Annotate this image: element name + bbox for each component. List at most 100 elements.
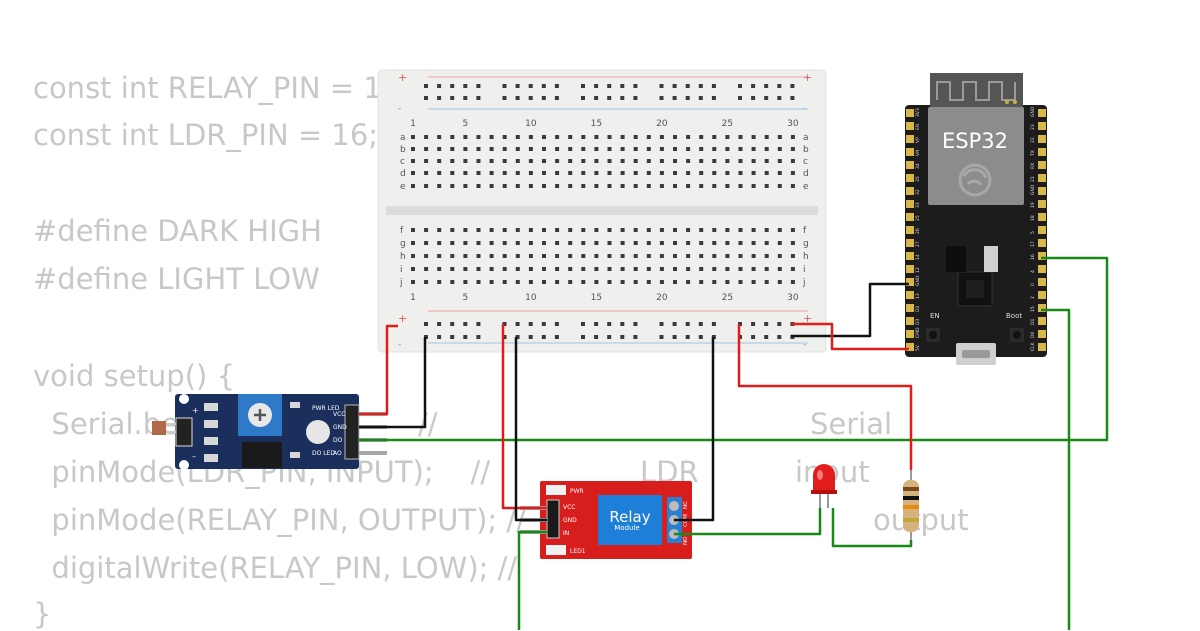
breadboard-hole[interactable] bbox=[738, 267, 743, 271]
breadboard-hole[interactable] bbox=[463, 147, 468, 151]
breadboard-hole[interactable] bbox=[673, 241, 677, 245]
rail-hole[interactable] bbox=[437, 322, 442, 326]
rail-hole[interactable] bbox=[620, 335, 625, 339]
esp32-pin[interactable] bbox=[1038, 278, 1046, 286]
breadboard-hole[interactable] bbox=[411, 241, 415, 245]
breadboard-hole[interactable] bbox=[659, 184, 664, 188]
breadboard-hole[interactable] bbox=[646, 267, 651, 271]
breadboard-hole[interactable] bbox=[686, 147, 691, 151]
rail-hole[interactable] bbox=[528, 322, 533, 326]
breadboard-hole[interactable] bbox=[594, 228, 599, 232]
breadboard-hole[interactable] bbox=[581, 135, 586, 139]
breadboard-hole[interactable] bbox=[476, 171, 481, 175]
esp32-pin[interactable] bbox=[906, 135, 914, 143]
breadboard-hole[interactable] bbox=[424, 254, 429, 258]
breadboard-hole[interactable] bbox=[620, 267, 625, 271]
breadboard-hole[interactable] bbox=[764, 147, 769, 151]
esp32-pin[interactable] bbox=[906, 226, 914, 234]
wire-relay-gnd[interactable] bbox=[514, 337, 547, 522]
rail-hole[interactable] bbox=[607, 96, 612, 100]
breadboard-hole[interactable] bbox=[777, 171, 782, 175]
breadboard-hole[interactable] bbox=[725, 147, 730, 151]
breadboard-hole[interactable] bbox=[542, 159, 546, 163]
esp32-pin[interactable] bbox=[1038, 239, 1046, 247]
breadboard-hole[interactable] bbox=[594, 135, 599, 139]
breadboard-hole[interactable] bbox=[686, 280, 691, 284]
breadboard-hole[interactable] bbox=[790, 184, 795, 188]
breadboard-hole[interactable] bbox=[489, 135, 494, 139]
breadboard-hole[interactable] bbox=[476, 267, 481, 271]
breadboard-hole[interactable] bbox=[476, 147, 481, 151]
rail-hole[interactable] bbox=[777, 322, 782, 326]
breadboard-hole[interactable] bbox=[463, 135, 468, 139]
esp32-pin[interactable] bbox=[1038, 174, 1046, 182]
breadboard-hole[interactable] bbox=[594, 171, 599, 175]
rail-hole[interactable] bbox=[711, 84, 716, 88]
breadboard-hole[interactable] bbox=[450, 228, 455, 232]
rail-hole[interactable] bbox=[751, 322, 756, 326]
wire-resistor-vcc[interactable] bbox=[737, 324, 913, 470]
breadboard-hole[interactable] bbox=[411, 135, 415, 139]
breadboard-hole[interactable] bbox=[646, 135, 651, 139]
breadboard-hole[interactable] bbox=[502, 147, 507, 151]
breadboard-hole[interactable] bbox=[607, 267, 612, 271]
breadboard-hole[interactable] bbox=[659, 147, 664, 151]
breadboard-hole[interactable] bbox=[673, 135, 677, 139]
esp32-pin[interactable] bbox=[1038, 330, 1046, 338]
breadboard-hole[interactable] bbox=[725, 254, 730, 258]
breadboard-hole[interactable] bbox=[476, 184, 481, 188]
esp32-pin[interactable] bbox=[906, 109, 914, 117]
breadboard-hole[interactable] bbox=[542, 267, 546, 271]
rail-hole[interactable] bbox=[594, 335, 599, 339]
breadboard-hole[interactable] bbox=[424, 135, 429, 139]
rail-hole[interactable] bbox=[633, 96, 638, 100]
breadboard-hole[interactable] bbox=[725, 184, 730, 188]
breadboard-hole[interactable] bbox=[476, 159, 481, 163]
rail-hole[interactable] bbox=[437, 96, 442, 100]
rail-hole[interactable] bbox=[581, 84, 585, 88]
rail-hole[interactable] bbox=[554, 322, 559, 326]
rail-hole[interactable] bbox=[672, 335, 677, 339]
breadboard-hole[interactable] bbox=[568, 241, 573, 245]
rail-hole[interactable] bbox=[620, 96, 625, 100]
breadboard-hole[interactable] bbox=[424, 241, 429, 245]
breadboard-hole[interactable] bbox=[424, 171, 429, 175]
breadboard-hole[interactable] bbox=[777, 135, 782, 139]
breadboard-hole[interactable] bbox=[568, 147, 573, 151]
rail-hole[interactable] bbox=[685, 84, 690, 88]
rail-hole[interactable] bbox=[594, 322, 599, 326]
breadboard-hole[interactable] bbox=[489, 267, 494, 271]
breadboard-hole[interactable] bbox=[542, 184, 546, 188]
esp32-pin[interactable] bbox=[906, 187, 914, 195]
rail-hole[interactable] bbox=[528, 84, 533, 88]
breadboard-hole[interactable] bbox=[712, 135, 717, 139]
rail-hole[interactable] bbox=[672, 96, 677, 100]
breadboard-hole[interactable] bbox=[476, 280, 481, 284]
rail-hole[interactable] bbox=[581, 96, 585, 100]
breadboard-hole[interactable] bbox=[450, 254, 455, 258]
rail-hole[interactable] bbox=[515, 96, 520, 100]
breadboard-hole[interactable] bbox=[437, 135, 442, 139]
rail-hole[interactable] bbox=[463, 96, 468, 100]
breadboard-hole[interactable] bbox=[633, 228, 638, 232]
breadboard-hole[interactable] bbox=[620, 147, 625, 151]
breadboard-hole[interactable] bbox=[790, 267, 795, 271]
rail-hole[interactable] bbox=[424, 96, 428, 100]
breadboard-hole[interactable] bbox=[712, 159, 717, 163]
breadboard-hole[interactable] bbox=[424, 280, 429, 284]
breadboard-hole[interactable] bbox=[581, 159, 586, 163]
rail-hole[interactable] bbox=[528, 335, 533, 339]
rail-hole[interactable] bbox=[554, 335, 559, 339]
breadboard-hole[interactable] bbox=[712, 280, 717, 284]
breadboard-hole[interactable] bbox=[725, 241, 730, 245]
esp32-pin[interactable] bbox=[906, 122, 914, 130]
rail-hole[interactable] bbox=[698, 84, 703, 88]
resistor[interactable] bbox=[903, 470, 919, 540]
rail-hole[interactable] bbox=[502, 96, 507, 100]
breadboard-hole[interactable] bbox=[515, 280, 520, 284]
breadboard-hole[interactable] bbox=[555, 267, 560, 271]
breadboard-hole[interactable] bbox=[450, 147, 455, 151]
rail-hole[interactable] bbox=[777, 84, 782, 88]
rail-hole[interactable] bbox=[607, 335, 612, 339]
breadboard-hole[interactable] bbox=[777, 228, 782, 232]
